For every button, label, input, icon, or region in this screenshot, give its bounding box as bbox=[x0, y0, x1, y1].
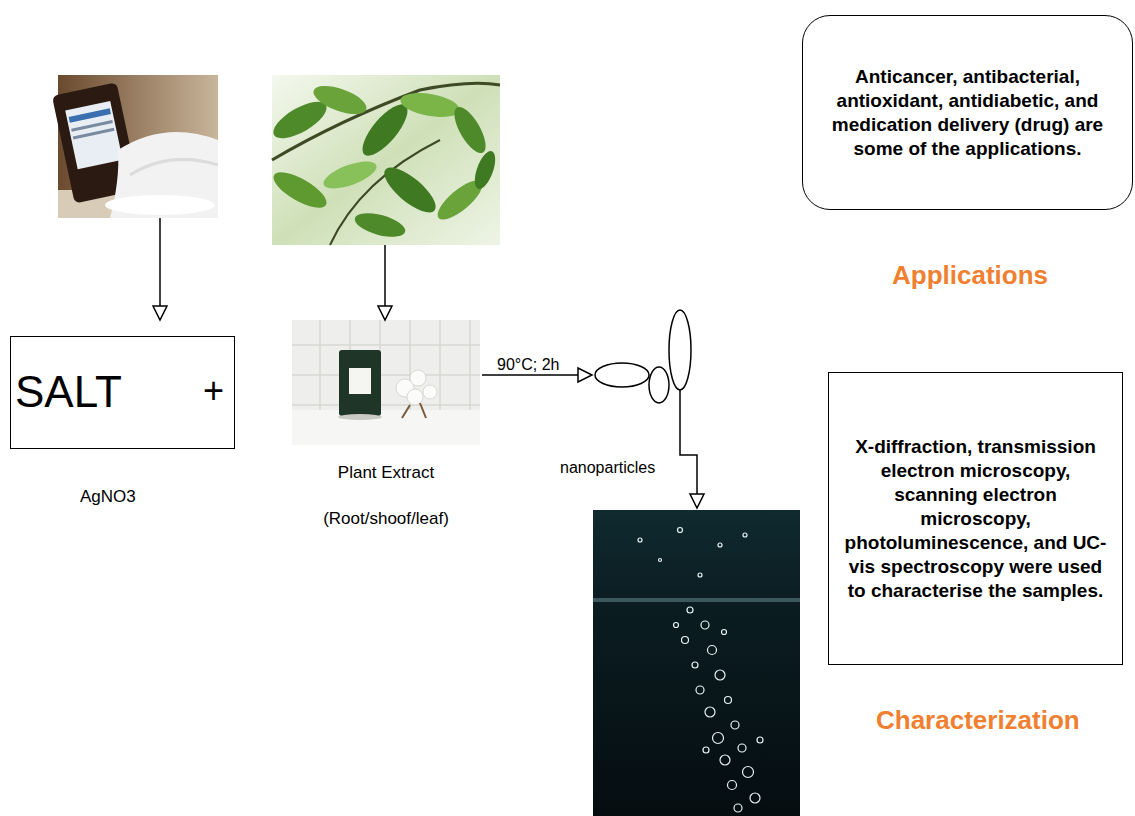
box-text: X-diffraction, transmission electron mic… bbox=[839, 435, 1112, 603]
box-title: SALT bbox=[15, 367, 122, 417]
arrow bbox=[680, 390, 704, 508]
formula-label: AgNO3 bbox=[80, 487, 136, 507]
salt-box: SALT + bbox=[10, 336, 235, 449]
extract-node: Plant Extract(Root/shoof/leaf) bbox=[292, 320, 480, 535]
plus-sign: + bbox=[203, 369, 224, 413]
product-label: nanoparticles bbox=[560, 459, 655, 477]
extract-photo bbox=[292, 320, 480, 445]
node-subheading: (Root/shoof/leaf) bbox=[272, 508, 500, 530]
flask-symbol bbox=[595, 310, 691, 403]
node-heading: Plant Extract bbox=[272, 462, 500, 484]
water-photo bbox=[593, 510, 800, 816]
characterization-box: X-diffraction, transmission electron mic… bbox=[828, 372, 1123, 665]
section-heading: Characterization bbox=[876, 705, 1080, 736]
applications-box: Anticancer, antibacterial, antioxidant, … bbox=[802, 15, 1133, 210]
salt-photo bbox=[52, 75, 218, 218]
section-heading: Applications bbox=[892, 260, 1048, 291]
leaf-photo bbox=[268, 75, 500, 245]
box-text: Anticancer, antibacterial, antioxidant, … bbox=[817, 65, 1118, 161]
condition-label: 90°C; 2h bbox=[497, 356, 559, 374]
